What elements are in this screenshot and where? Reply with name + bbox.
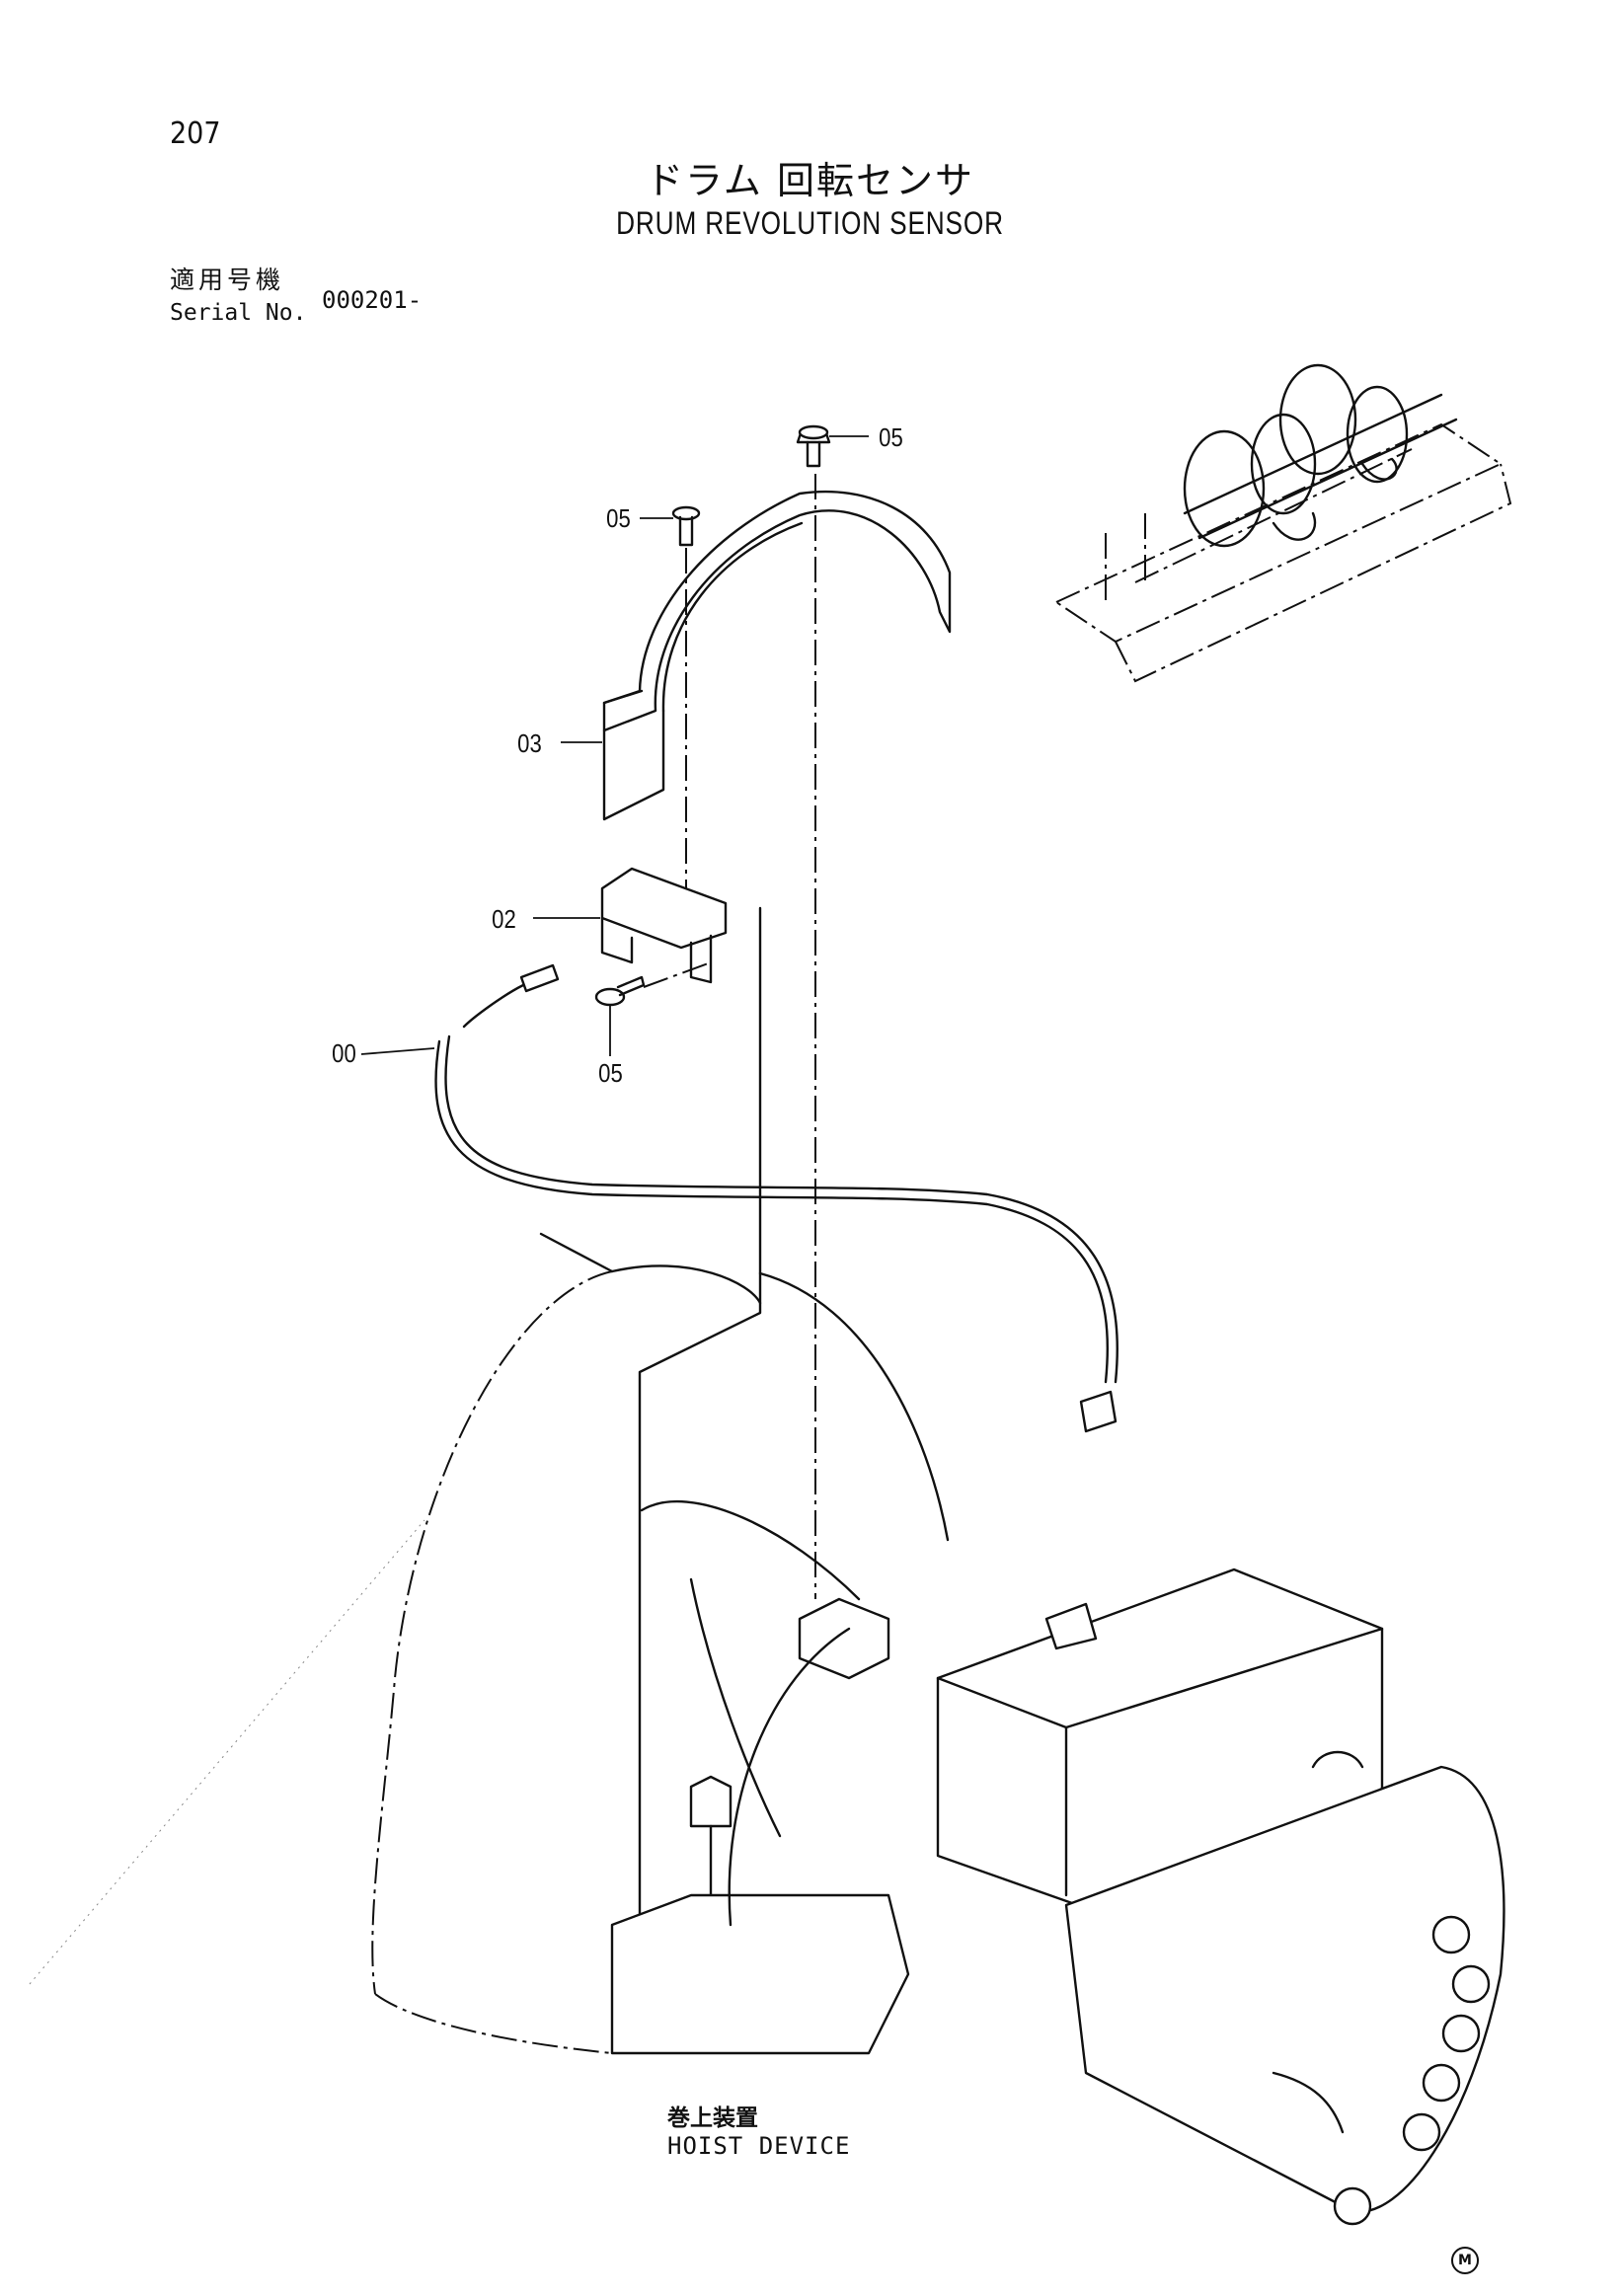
serial-label-japanese: 適用号機 [170,266,285,294]
callout-00: 00 [332,1038,356,1068]
callout-05-bottom: 05 [598,1058,623,1088]
hoist-device-label-english: HOIST DEVICE [667,2132,851,2160]
circled-m-mark: M [1451,2247,1479,2274]
title-english: DRUM REVOLUTION SENSOR [616,205,1004,241]
callout-05-left: 05 [606,503,631,533]
bolt-05-left [640,505,701,547]
title-japanese: ドラム 回転センサ [646,159,974,202]
callout-03: 03 [517,728,542,758]
callout-02: 02 [492,904,516,934]
page-number: 207 [170,116,221,151]
cover-03 [561,490,952,821]
callout-05-top: 05 [879,422,903,452]
hoist-device-label-japanese: 巻上装置 [667,2105,758,2131]
hoist-device [371,906,1505,2226]
scan-artifact [29,1519,425,1985]
bolt-05-bottom [594,975,646,1056]
bracket-02 [533,867,728,984]
center-line-3 [643,961,712,988]
bolt-05-top [796,424,869,468]
serial-label-english: Serial No. [170,300,307,326]
sensor-cable-00 [360,963,1119,1433]
inset-hoist-overview [1053,363,1512,683]
serial-number-value: 000201- [322,286,423,314]
